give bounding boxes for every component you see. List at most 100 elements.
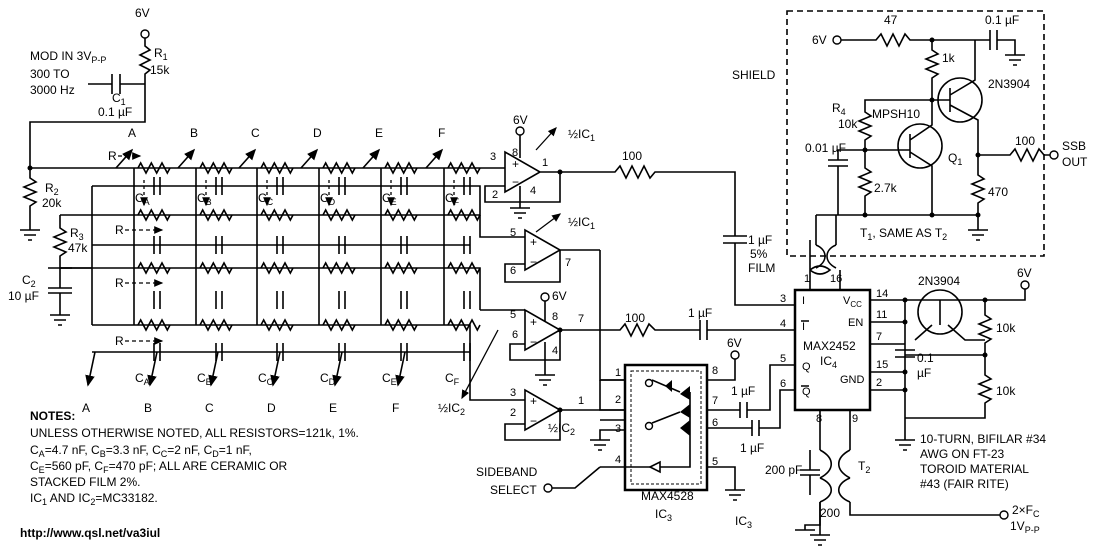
- svg-text:5%: 5%: [750, 247, 768, 261]
- tap-arrow-top: [115, 148, 134, 169]
- svg-text:2: 2: [876, 377, 882, 389]
- network-capacitor: [338, 236, 346, 254]
- svg-text:1: 1: [542, 157, 548, 169]
- svg-text:4: 4: [615, 454, 621, 466]
- tap-arrow-top: [238, 148, 257, 169]
- svg-text:8: 8: [712, 365, 718, 377]
- r-label-1: R: [108, 149, 117, 163]
- svg-text:I: I: [802, 321, 805, 333]
- network-resistor: [260, 208, 294, 222]
- svg-text:100: 100: [625, 311, 645, 325]
- opamp1-label: ½IC1: [568, 127, 595, 143]
- network-capacitor: [463, 236, 471, 254]
- network-resistor: [137, 318, 171, 332]
- tap-label-top: B: [190, 126, 198, 140]
- svg-text:5: 5: [510, 309, 516, 321]
- network-resistor: [322, 161, 356, 175]
- svg-text:µF: µF: [917, 366, 931, 380]
- svg-text:1: 1: [804, 273, 810, 285]
- tap-label-bottom: D: [267, 401, 276, 415]
- resistor-r2: [20, 168, 40, 241]
- svg-text:10k: 10k: [838, 117, 858, 131]
- svg-text:1: 1: [578, 395, 584, 407]
- r-label-2: R: [115, 223, 124, 237]
- network-capacitor: [338, 291, 346, 309]
- svg-text:11: 11: [876, 309, 887, 321]
- svg-text:7: 7: [876, 331, 882, 343]
- network-capacitor: [463, 343, 471, 361]
- source-url[interactable]: http://www.qsl.net/va3iul: [20, 526, 160, 540]
- tap-arrow-top: [362, 148, 381, 169]
- svg-text:3: 3: [615, 423, 621, 435]
- cap-label-bottom: CE: [382, 371, 397, 387]
- network-resistor: [137, 261, 171, 275]
- network-resistor: [384, 261, 418, 275]
- tap-arrow-bottom: [395, 351, 406, 387]
- svg-text:7: 7: [565, 257, 571, 269]
- op3-6v: 6V: [552, 289, 567, 303]
- svg-text:10k: 10k: [996, 321, 1016, 335]
- c1-label: C1: [112, 91, 126, 107]
- svg-text:1 µF: 1 µF: [740, 441, 764, 455]
- resistor-100-a: [560, 164, 736, 236]
- network-resistor: [384, 208, 418, 222]
- svg-text:EN: EN: [848, 317, 863, 329]
- r-arrows: R R R R: [108, 149, 164, 348]
- svg-text:3: 3: [490, 151, 496, 163]
- network-resistor: [384, 161, 418, 175]
- cap-label-bottom: CC: [258, 371, 274, 387]
- opamp2-label: ½IC1: [568, 215, 595, 231]
- supply-6v-label: 6V: [135, 6, 150, 20]
- notes-line-4: STACKED FILM 2%.: [30, 475, 140, 489]
- svg-text:+: +: [512, 157, 519, 171]
- network-resistor: [260, 318, 294, 332]
- cap-label: CB: [197, 191, 212, 207]
- network-resistor: [322, 318, 356, 332]
- opamp-3: +− 6V ½IC2 5 6 8 7 4: [438, 289, 610, 417]
- svg-text:8: 8: [552, 311, 558, 323]
- svg-text:2: 2: [492, 189, 498, 201]
- tap-label-bottom: E: [329, 401, 337, 415]
- svg-text:2N3904: 2N3904: [918, 274, 960, 288]
- svg-text:8: 8: [512, 147, 518, 159]
- transformer-t1: [809, 215, 837, 275]
- r-label-4: R: [115, 334, 124, 348]
- svg-text:2: 2: [615, 394, 621, 406]
- tap-arrow-bottom: [147, 351, 158, 387]
- r2-value: 20k: [42, 196, 62, 210]
- c2-label: C2: [22, 273, 36, 289]
- network-capacitor: [400, 343, 408, 361]
- ic4-name: MAX2452: [803, 339, 856, 353]
- svg-text:3: 3: [780, 293, 786, 305]
- network-resistor: [322, 261, 356, 275]
- capacitor-c1: [88, 74, 145, 94]
- ic4-vcc: VCC: [843, 295, 862, 309]
- svg-text:5: 5: [780, 353, 786, 365]
- svg-text:200 pF: 200 pF: [765, 463, 802, 477]
- notes: NOTES: UNLESS OTHERWISE NOTED, ALL RESIS…: [20, 409, 359, 540]
- svg-text:9: 9: [852, 413, 858, 425]
- svg-text:0.1: 0.1: [917, 351, 934, 365]
- network-capacitor: [215, 236, 223, 254]
- svg-text:6: 6: [510, 265, 516, 277]
- svg-text:4: 4: [552, 345, 558, 357]
- svg-text:4: 4: [530, 185, 536, 197]
- network-capacitor: [463, 177, 471, 195]
- svg-text:7: 7: [578, 313, 584, 325]
- bus-left-taps: [60, 214, 92, 269]
- svg-text:10k: 10k: [996, 384, 1016, 398]
- opamp-1: +− 6V ½IC1 3 8 1 2 4: [480, 113, 595, 219]
- svg-text:15: 15: [876, 359, 888, 371]
- svg-text:1: 1: [615, 367, 621, 379]
- r1-value: 15k: [150, 63, 170, 77]
- freq-line-1: 300 TO: [30, 67, 70, 81]
- svg-text:2N3904: 2N3904: [988, 77, 1030, 91]
- wire-input: [29, 84, 146, 168]
- svg-text:5: 5: [510, 227, 516, 239]
- c1-value: 0.1 µF: [98, 105, 132, 119]
- tap-arrow-top: [425, 148, 444, 169]
- svg-text:47: 47: [884, 13, 898, 27]
- sideband-label-1: SIDEBAND: [476, 465, 538, 479]
- cap-label: CF: [445, 191, 460, 207]
